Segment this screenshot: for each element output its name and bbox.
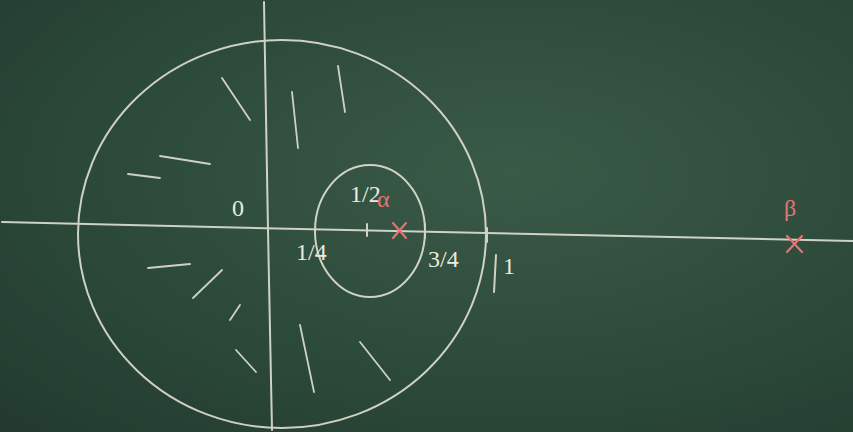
tick [424, 224, 426, 238]
hatching [128, 66, 390, 392]
tick [494, 255, 496, 292]
tick-label: 1 [503, 254, 515, 278]
point-label: β [784, 196, 796, 220]
point-beta [787, 236, 802, 252]
center-label: 1/2 [350, 182, 381, 206]
real-axis [2, 222, 853, 241]
imaginary-axis [264, 2, 272, 430]
origin-label: 0 [232, 196, 244, 220]
small-circle [315, 165, 425, 297]
point-alpha [393, 223, 406, 238]
tick-label: 1/4 [296, 240, 327, 264]
tick [366, 224, 368, 236]
point-label: α [377, 187, 390, 211]
unit-circle [78, 40, 486, 428]
tick-label: 3/4 [428, 247, 459, 271]
tick [486, 228, 488, 242]
